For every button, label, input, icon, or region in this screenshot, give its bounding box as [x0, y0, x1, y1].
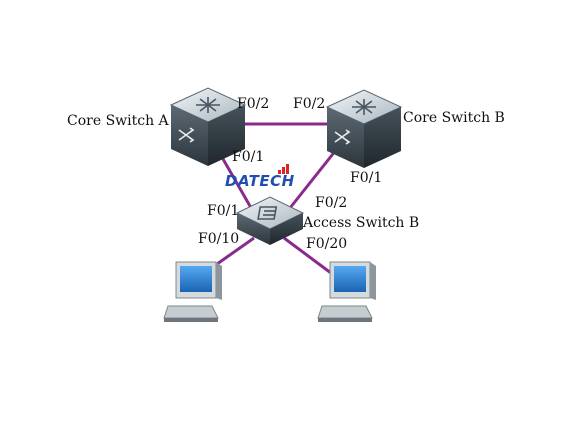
logo-bars-icon — [278, 164, 289, 174]
core-switch-a-icon[interactable] — [169, 87, 247, 166]
core-switch-b-icon[interactable] — [325, 89, 403, 168]
link-core-b-access-b — [284, 144, 342, 214]
pc-2-icon[interactable] — [317, 261, 376, 322]
core-switch-a-label: Core Switch A — [67, 113, 169, 129]
access-switch-b-icon[interactable] — [235, 196, 305, 245]
port-label-a-f02: F0/2 — [237, 96, 270, 112]
access-switch-b-label: Access Switch B — [303, 215, 420, 231]
port-label-access-f010: F0/10 — [198, 231, 240, 247]
port-label-b-f01: F0/1 — [350, 170, 383, 186]
pc-1-icon[interactable] — [163, 261, 222, 322]
link-access-b-pc2 — [283, 236, 336, 278]
datech-logo: DATECH — [225, 172, 295, 190]
port-label-b-f02: F0/2 — [293, 96, 326, 112]
port-label-access-f01: F0/1 — [207, 203, 240, 219]
core-switch-b-label: Core Switch B — [403, 110, 505, 126]
port-label-access-f02: F0/2 — [315, 195, 348, 211]
port-label-a-f01: F0/1 — [232, 149, 265, 165]
link-core-a-access-b — [217, 151, 256, 214]
port-label-access-f020: F0/20 — [306, 236, 348, 252]
